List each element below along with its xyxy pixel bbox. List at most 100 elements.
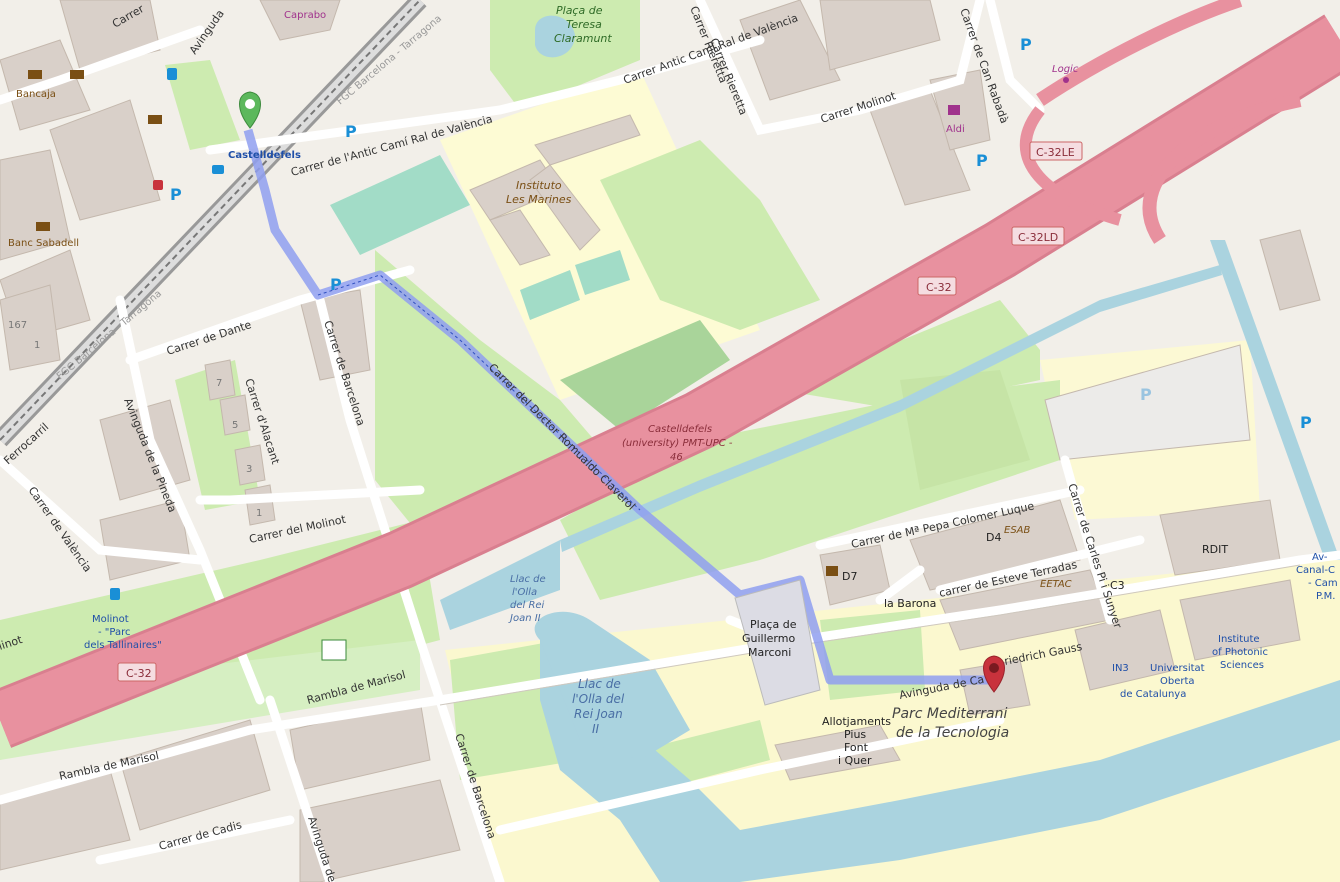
parking-icon: P — [1140, 385, 1152, 404]
parking-symbols: P P P P P P P — [170, 35, 1312, 432]
poi-instituto: Les Marines — [506, 193, 572, 206]
poi-uoc: Universitat — [1150, 663, 1205, 674]
start-marker[interactable] — [239, 91, 261, 129]
placa-guillermo-label: Guillermo — [742, 632, 795, 645]
station-label: Castelldefels — [228, 150, 301, 161]
end-marker[interactable] — [983, 655, 1005, 693]
poi-photonic: Sciences — [1220, 660, 1264, 671]
poi-placa-teresa: Teresa — [566, 18, 602, 31]
river-canal — [540, 630, 1340, 882]
lake-big — [534, 611, 690, 760]
park-north — [600, 140, 820, 330]
lake-small — [440, 540, 560, 630]
taxi-icon — [212, 165, 224, 174]
poi-placa-teresa: Plaça de — [556, 4, 603, 17]
parking-icon: P — [1020, 35, 1032, 54]
parking-icon: P — [976, 151, 988, 170]
poi-c3: C3 — [1110, 579, 1125, 592]
svg-text:Rei Joan: Rei Joan — [574, 707, 623, 721]
poi-canal: P.M. — [1316, 591, 1335, 602]
bus-stop-molinot: - "Parc — [98, 627, 131, 638]
poi-icons — [28, 68, 1069, 661]
house-numbers: 167 1 7 5 3 1 — [8, 320, 262, 519]
start-marker-dot-icon — [245, 99, 255, 109]
canal-north — [560, 265, 1222, 552]
parking-icon: P — [330, 275, 342, 294]
svg-text:167: 167 — [8, 320, 27, 331]
placa-guillermo-area — [734, 579, 821, 706]
poi-esab: ESAB — [1004, 525, 1031, 536]
poi-uoc: de Catalunya — [1120, 689, 1186, 700]
poi-logic: Logic — [1052, 64, 1079, 75]
railway — [0, 0, 427, 447]
station-park — [165, 60, 240, 150]
placa-teresa-park — [490, 0, 640, 110]
park-dotted — [900, 370, 1030, 490]
svg-text:l'Olla del: l'Olla del — [572, 692, 625, 706]
poi-uoc: Oberta — [1160, 676, 1195, 687]
placa-guillermo-label: Plaça de — [750, 618, 797, 631]
svg-text:46: 46 — [670, 452, 683, 463]
poi-placa-teresa: Claramunt — [554, 32, 612, 45]
park-trees — [560, 320, 730, 430]
svg-text:del Rei: del Rei — [510, 600, 545, 611]
motorway-c32 — [0, 0, 1340, 748]
poi-banc-sabadell: Banc Sabadell — [8, 238, 79, 249]
poi-canal: Canal-C — [1296, 565, 1335, 576]
sports-pitch-2 — [520, 270, 580, 320]
poi-eetac: EETAC — [1040, 579, 1072, 590]
poi-allotjaments: Font — [844, 741, 869, 754]
poi-allotjaments: Allotjaments — [822, 715, 891, 728]
parking-icon: P — [1300, 413, 1312, 432]
svg-text:C-32LE: C-32LE — [1036, 146, 1075, 159]
poi-d7: D7 — [842, 570, 857, 583]
svg-text:Llac de: Llac de — [510, 574, 546, 585]
poi-la-barona: la Barona — [884, 597, 936, 610]
parking-icon: P — [170, 185, 182, 204]
route-path-dashed — [317, 274, 641, 511]
sports-pitch-3 — [575, 250, 630, 295]
poi-canal: - Cam — [1308, 578, 1338, 589]
bus-stop-icon — [110, 588, 120, 600]
svg-text:C-32: C-32 — [126, 667, 152, 680]
bus-stop-molinot: Molinot — [92, 614, 129, 625]
poi-canal: Av- — [1312, 552, 1328, 563]
svg-text:Llac de: Llac de — [578, 677, 621, 691]
poi-aldi: Aldi — [946, 124, 965, 135]
poi-bancaja: Bancaja — [16, 89, 56, 100]
poi-caprabo: Caprabo — [284, 10, 326, 21]
playground-icon — [321, 639, 347, 661]
bus-stop-icon — [167, 68, 177, 80]
road-shield-c32ld: C-32LD — [1011, 226, 1065, 246]
svg-text:Joan II: Joan II — [508, 613, 541, 624]
instituto-campus-area — [440, 70, 760, 400]
svg-text:7: 7 — [216, 378, 222, 389]
poi-parc-mediterrani: de la Tecnologia — [896, 725, 1009, 741]
road-shield-c32-b: C-32 — [917, 276, 957, 296]
bank-icon — [148, 115, 162, 124]
end-marker-dot-icon — [989, 663, 999, 673]
end-marker-icon[interactable] — [983, 655, 1005, 693]
poi-parc-mediterrani: Parc Mediterrani — [892, 706, 1007, 722]
canal-east — [1210, 240, 1340, 560]
logic-dot-icon — [1063, 77, 1069, 83]
start-marker-icon[interactable] — [239, 91, 261, 129]
svg-text:1: 1 — [256, 508, 262, 519]
poi-allotjaments: i Quer — [838, 754, 872, 767]
poi-d4: D4 — [986, 531, 1001, 544]
svg-text:3: 3 — [246, 464, 252, 475]
poi-rdit: RDIT — [1202, 543, 1228, 556]
bank-icon — [28, 70, 42, 79]
water-labels: Llac de l'Olla del Rei Joan II Llac de l… — [508, 574, 625, 736]
poi-photonic: Institute — [1218, 634, 1260, 645]
library-icon — [826, 566, 838, 576]
park-marisol — [0, 640, 420, 760]
bus-stop-molinot: dels Tallinaires" — [84, 640, 162, 651]
pharmacy-icon — [153, 180, 163, 190]
pond-teresa — [535, 15, 575, 58]
placa-guillermo-label: Marconi — [748, 646, 791, 659]
street-casings — [439, 564, 1301, 706]
svg-text:1: 1 — [34, 340, 40, 351]
